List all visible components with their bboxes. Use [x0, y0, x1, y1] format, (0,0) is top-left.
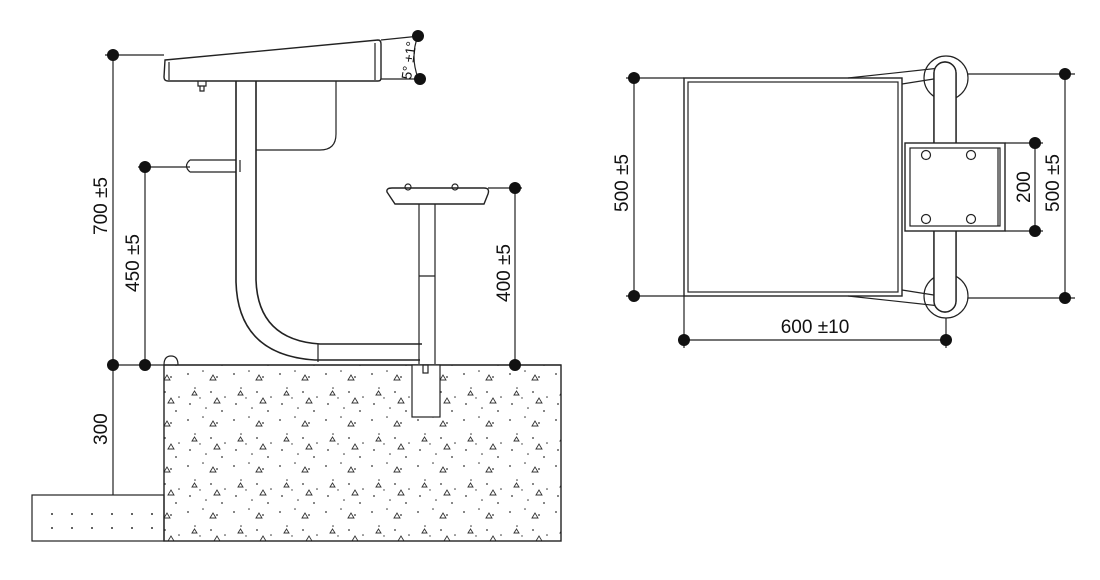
- table-support-tube: [235, 80, 420, 361]
- dim-seat-height-label: 400 ±5: [494, 244, 515, 302]
- concrete-foundation: [163, 364, 562, 542]
- table-top-plan: [683, 77, 903, 297]
- tilt-marker-bottom: [414, 73, 426, 85]
- dim-right-500-marker-top: [1059, 68, 1071, 80]
- ground-anchor-hook: [163, 355, 179, 366]
- dim-200-marker-bottom: [1029, 225, 1041, 237]
- handle-bar: [185, 159, 236, 173]
- strut-top: [847, 67, 941, 79]
- dim-600-marker-right: [940, 334, 952, 346]
- dim-400-marker-top: [509, 182, 521, 194]
- dim-200-marker-top: [1029, 137, 1041, 149]
- dim-right-500-marker-bottom: [1059, 292, 1071, 304]
- seat-bolt: [965, 149, 977, 161]
- dim-450-marker-top: [139, 161, 151, 173]
- dim-foundation-depth-label: 300: [91, 413, 112, 445]
- table-bolt: [197, 81, 207, 92]
- seat-bolt: [965, 213, 977, 225]
- seat-bolt: [920, 149, 932, 161]
- dim-total-height-label: 700 ±5: [91, 177, 112, 235]
- dim-table-depth-label: 500 ±5: [612, 154, 633, 212]
- strut-bottom: [847, 295, 941, 307]
- seat-anchor: [411, 364, 441, 418]
- seat-post: [418, 204, 436, 364]
- seat-plan: [904, 142, 1006, 232]
- top-view: 500 ±5 500 ±5 200 600 ±10: [612, 55, 1075, 348]
- dim-left-500-marker-bottom: [628, 290, 640, 302]
- table-support-tube-inner: [255, 80, 422, 345]
- dim-600-marker-left: [678, 334, 690, 346]
- dim-400-marker-bottom: [509, 359, 521, 371]
- table-top: [163, 39, 382, 82]
- soil-dots: [51, 513, 153, 529]
- seat-bolt: [920, 213, 932, 225]
- tilt-marker-top: [412, 30, 424, 42]
- soil-strip: [31, 494, 165, 542]
- dim-700-marker-top: [107, 49, 119, 61]
- dim-seat-width-label: 200: [1014, 171, 1035, 203]
- dim-left-500-marker-top: [628, 72, 640, 84]
- dim-450-marker-bottom: [139, 359, 151, 371]
- dim-tilt-label: 5° ±1°: [398, 40, 419, 80]
- dim-handle-height-label: 450 ±5: [123, 234, 144, 292]
- dim-overall-depth-label: 500 ±5: [1043, 154, 1064, 212]
- dim-700-marker-bottom: [107, 359, 119, 371]
- dim-overall-width-label: 600 ±10: [781, 317, 850, 338]
- table-bracket: [256, 80, 337, 151]
- seat-top: [386, 187, 490, 205]
- side-view: 5° ±1° 700 ±5 450 ±5 300 400 ±5: [31, 30, 562, 542]
